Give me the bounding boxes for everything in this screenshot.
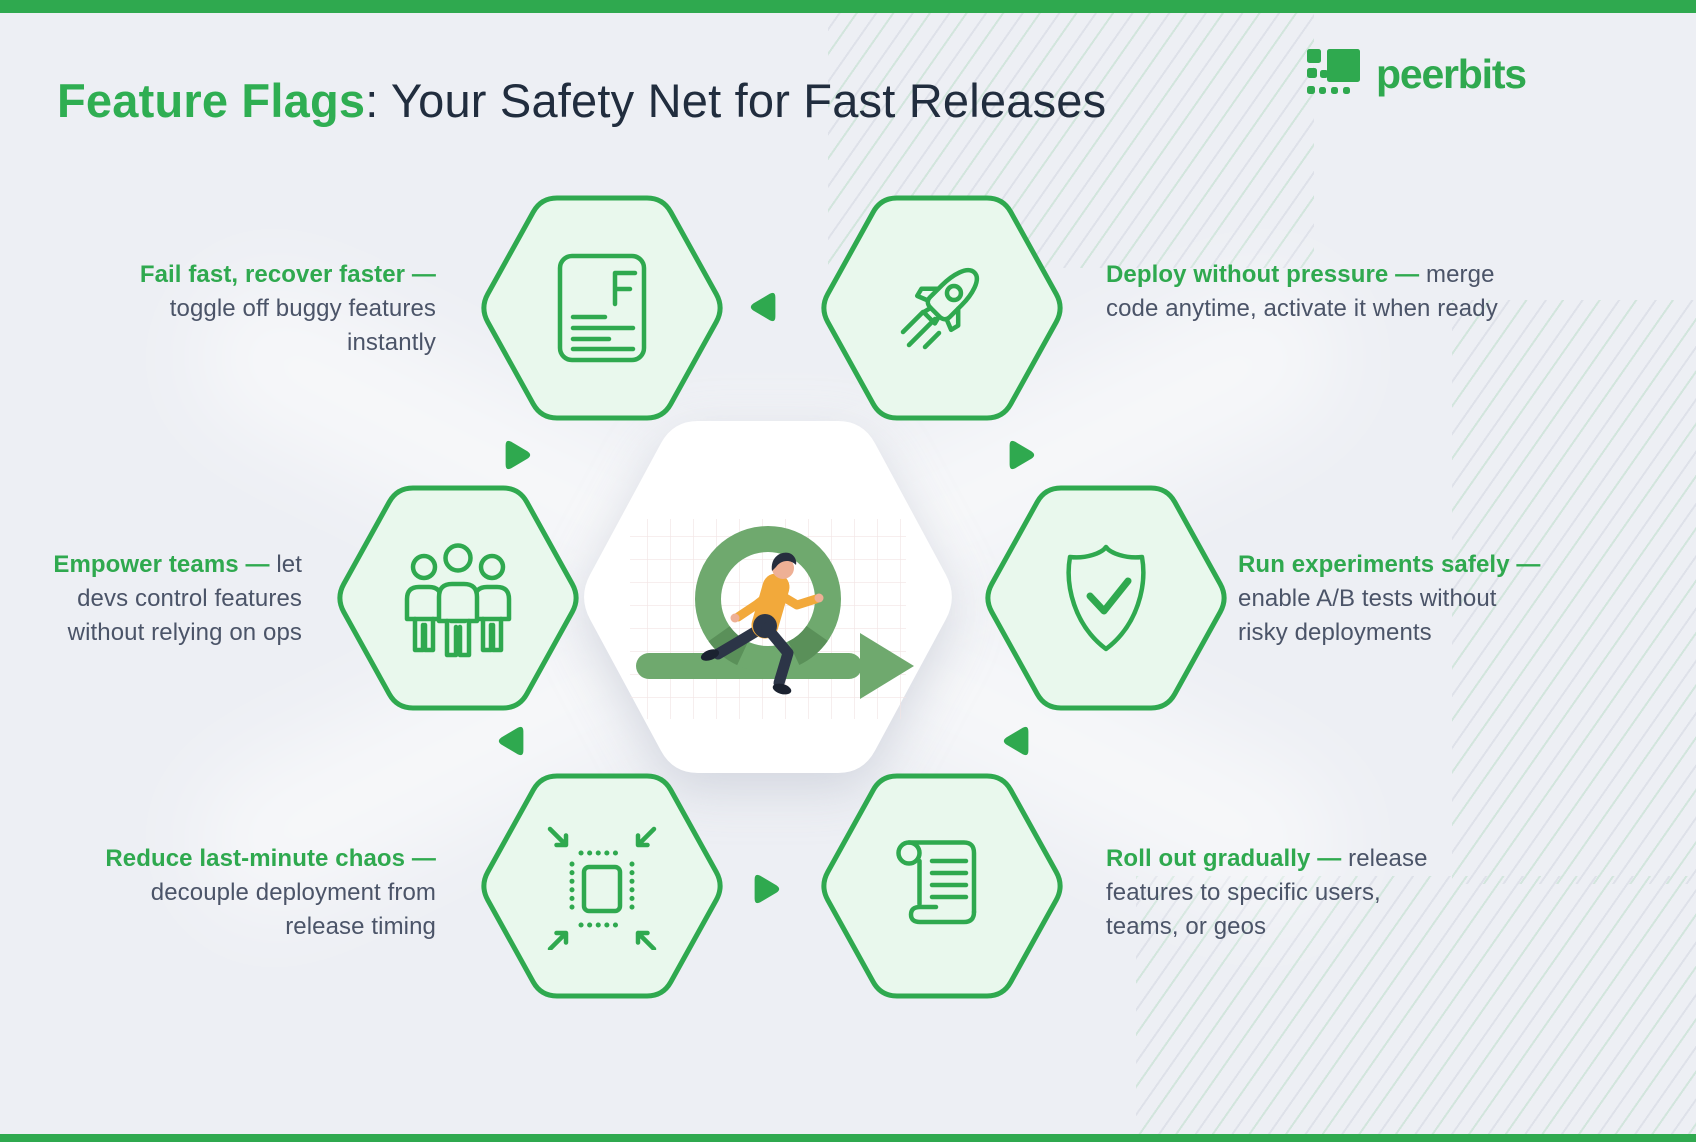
caption-deploy: Deploy without pressure — merge code any… bbox=[1106, 261, 1498, 322]
team-icon bbox=[404, 543, 512, 658]
diagonal-stripes-right bbox=[1452, 300, 1696, 884]
flow-triangle-left-icon bbox=[1001, 722, 1035, 760]
sprint-loop-arrow bbox=[636, 526, 914, 699]
title-highlight: Feature Flags bbox=[57, 74, 366, 127]
peerbits-pixel-icon bbox=[1307, 49, 1363, 99]
caption-reduce-chaos: Reduce last-minute chaos — decouple depl… bbox=[105, 845, 436, 940]
scroll-icon bbox=[896, 840, 977, 925]
hexagon-run-experiments bbox=[979, 483, 1233, 713]
flow-triangle-left-icon bbox=[748, 288, 782, 326]
page-title: Feature Flags: Your Safety Net for Fast … bbox=[57, 72, 1106, 130]
flow-triangle-left-icon bbox=[496, 722, 530, 760]
running-person bbox=[700, 552, 824, 695]
compress-arrows-icon bbox=[547, 826, 657, 950]
diagonal-stripes-bottom-right bbox=[1136, 876, 1696, 1134]
center-illustration bbox=[572, 415, 964, 784]
brand-logo: peerbits bbox=[1307, 49, 1527, 99]
hexagon-fail-fast bbox=[475, 193, 729, 423]
caption-empower-teams: Empower teams — let devs control feature… bbox=[53, 551, 302, 646]
brand-name: peerbits bbox=[1376, 51, 1527, 97]
rocket-icon bbox=[900, 267, 980, 350]
document-f-icon bbox=[557, 253, 647, 363]
title-rest: : Your Safety Net for Fast Releases bbox=[365, 74, 1107, 127]
top-accent-bar bbox=[0, 0, 1696, 13]
caption-roll-out: Roll out gradually — release features to… bbox=[1106, 845, 1428, 940]
shield-check-icon bbox=[1066, 544, 1146, 652]
caption-fail-fast: Fail fast, recover faster — toggle off b… bbox=[139, 261, 436, 356]
flow-triangle-right-icon bbox=[499, 436, 533, 474]
hexagon-empower-teams bbox=[331, 483, 585, 713]
bottom-accent-bar bbox=[0, 1134, 1696, 1142]
caption-run-experiments: Run experiments safely — enable A/B test… bbox=[1238, 551, 1541, 646]
flow-triangle-right-icon bbox=[748, 870, 782, 908]
flow-triangle-right-icon bbox=[1003, 436, 1037, 474]
hexagon-deploy bbox=[815, 193, 1069, 423]
hexagon-roll-out bbox=[815, 771, 1069, 1001]
hexagon-reduce-chaos bbox=[475, 771, 729, 1001]
